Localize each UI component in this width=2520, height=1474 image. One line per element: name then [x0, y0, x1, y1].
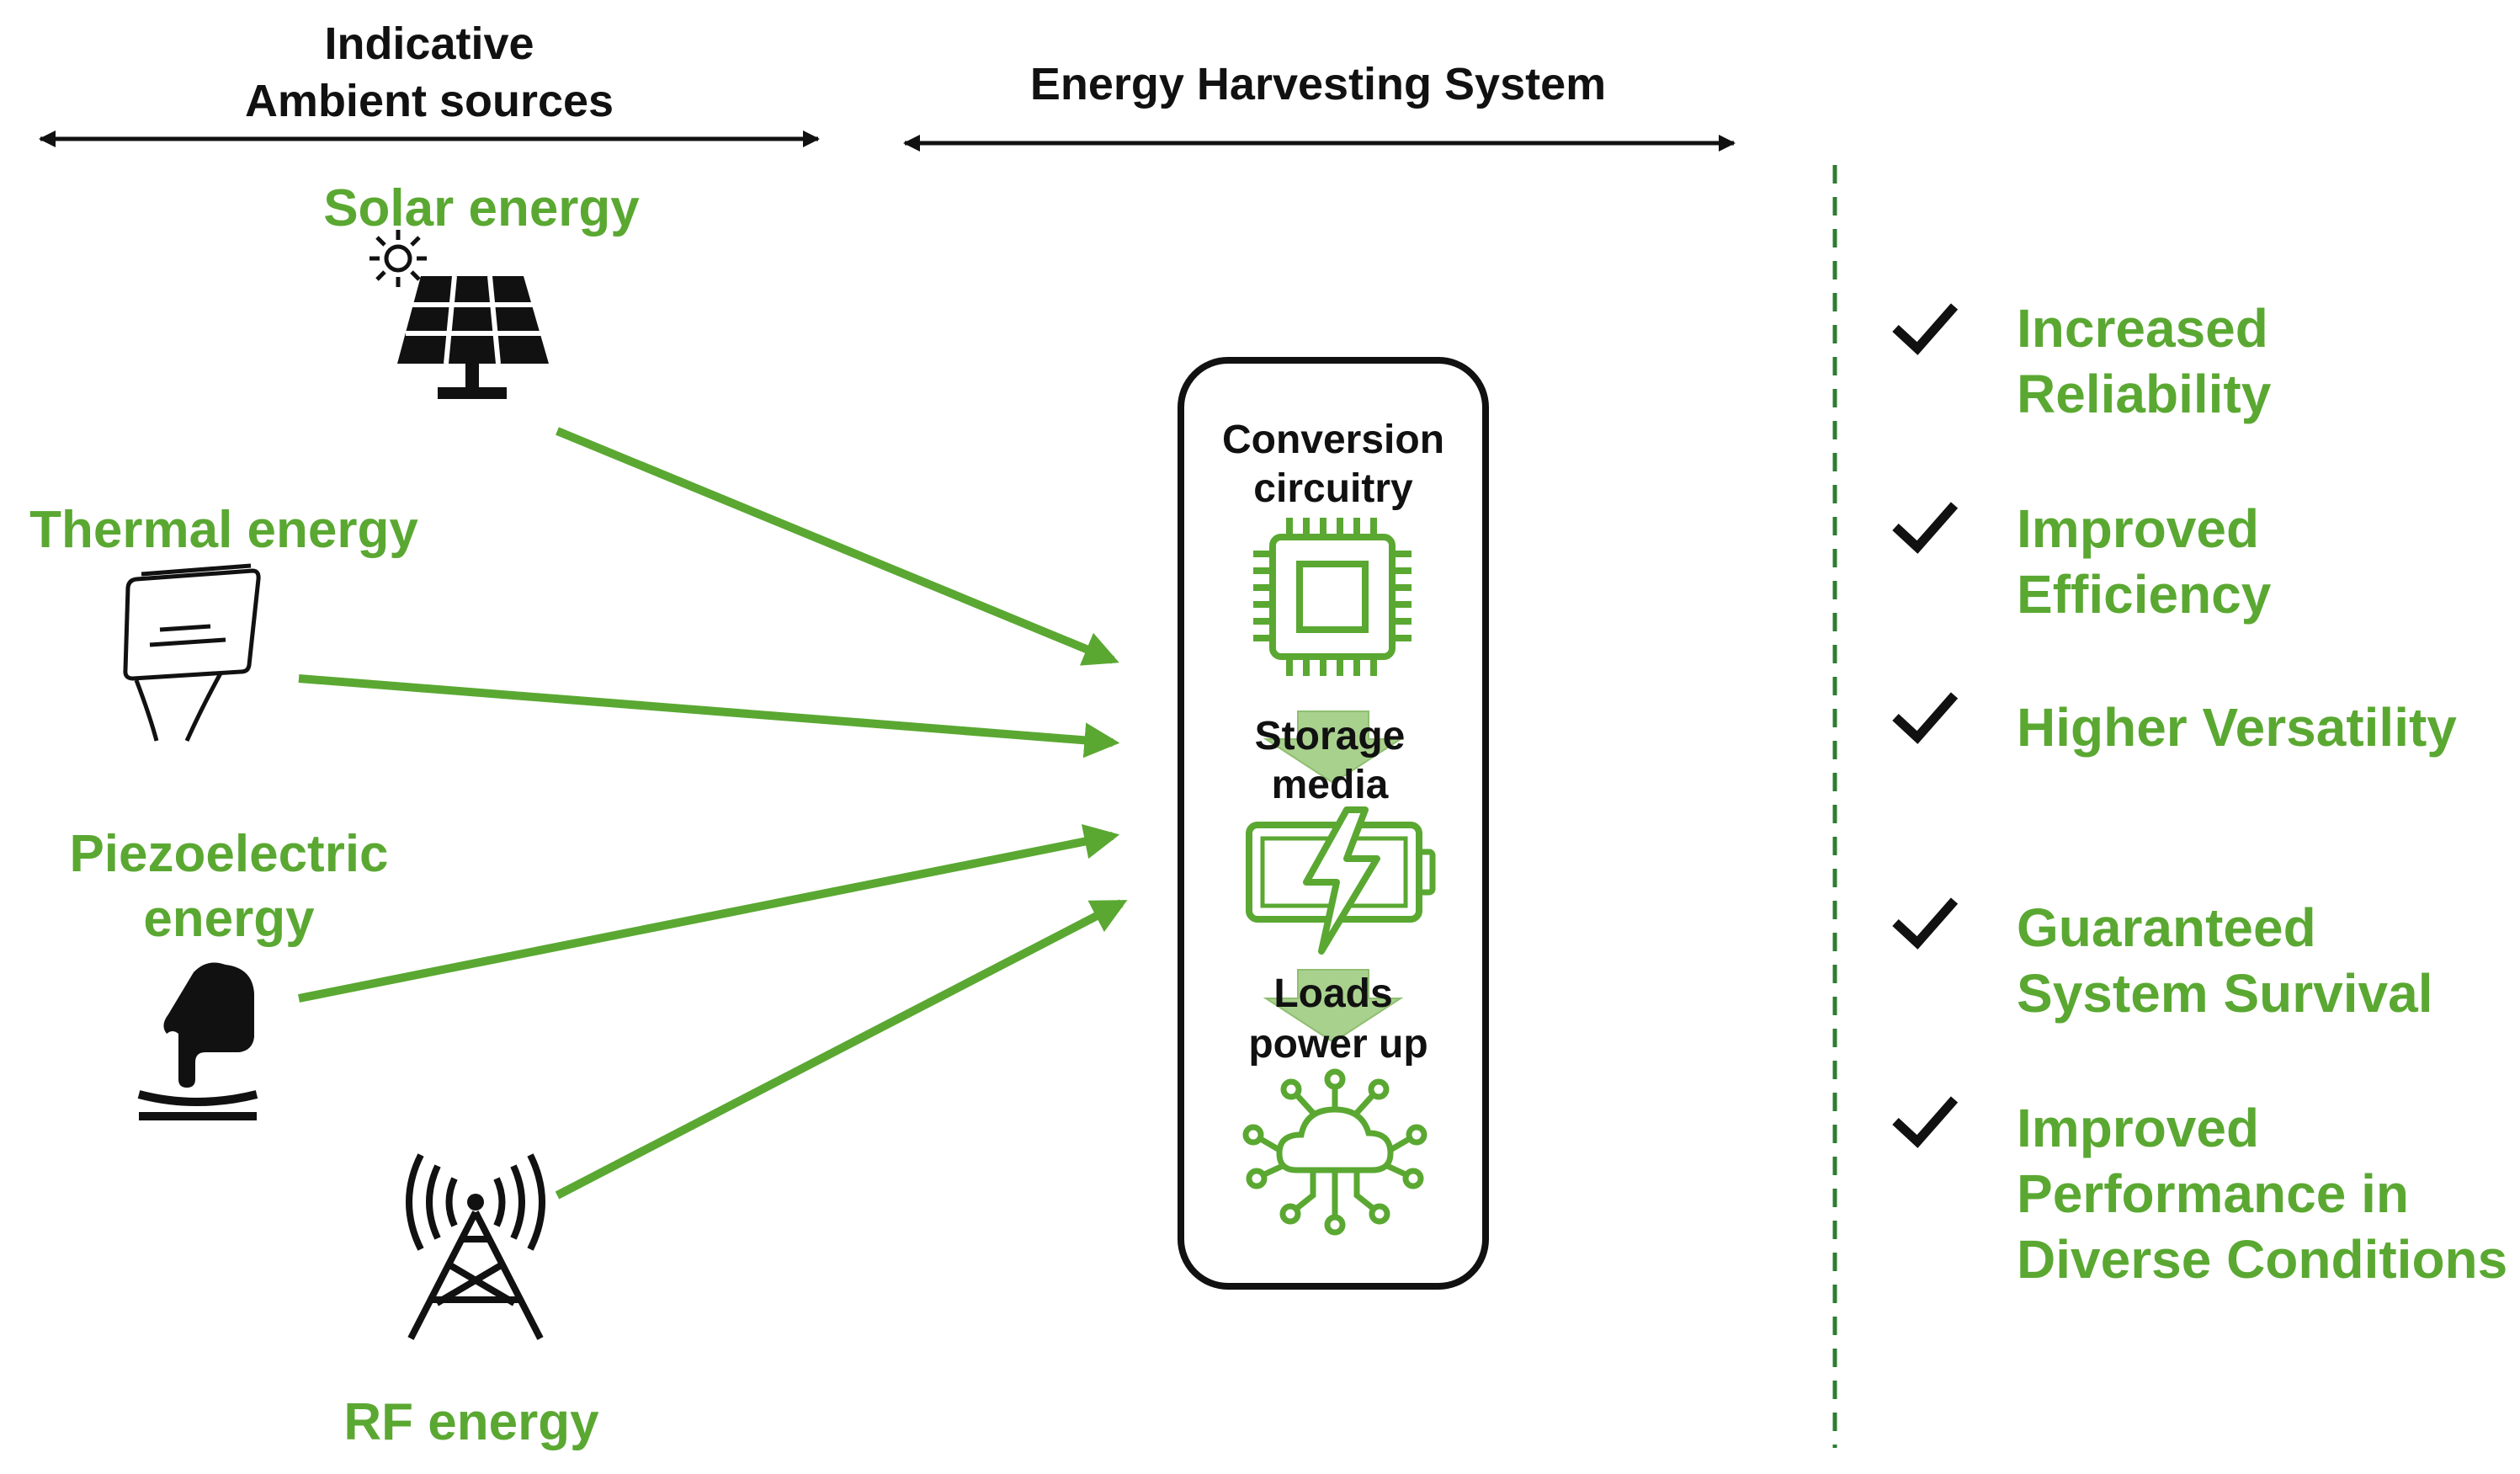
thermal-pad-icon: [123, 563, 261, 742]
checkmark-icon: [1892, 1096, 1959, 1148]
rf-arrow: [555, 899, 1128, 1200]
benefit-line1: Increased: [2017, 298, 2268, 359]
solar-panel-icon: [397, 275, 549, 399]
checkmark-icon: [1892, 303, 1959, 355]
thermal-arrow: [298, 674, 1120, 758]
sun-icon: [369, 230, 427, 287]
benefit-item: Improved Performance in Diverse Conditio…: [1892, 1096, 2507, 1290]
benefit-line2: System Survival: [2017, 963, 2433, 1024]
benefit-line1: Improved: [2017, 1098, 2259, 1158]
rf-source: RF energy: [343, 1153, 599, 1451]
benefit-line2: Performance in: [2017, 1163, 2409, 1224]
conversion-label-line1: Conversion: [1222, 418, 1444, 462]
microchip-icon: [1253, 518, 1412, 676]
benefit-line2: Efficiency: [2017, 564, 2272, 625]
loads-label-line1: Loads: [1273, 971, 1392, 1016]
benefit-item: Improved Efficiency: [1892, 498, 2272, 625]
thermal-source: Thermal energy: [29, 501, 418, 742]
storage-label-line2: media: [1272, 763, 1389, 807]
benefit-item: Increased Reliability: [1892, 298, 2272, 424]
benefit-item: Guaranteed System Survival: [1892, 897, 2433, 1024]
solar-source: Solar energy: [323, 179, 640, 399]
system-header-title: Energy Harvesting System: [1030, 59, 1606, 109]
ambient-header-line1: Indicative: [324, 19, 534, 69]
battery-charging-icon: [1246, 806, 1436, 955]
source-arrows: [298, 427, 1128, 1200]
piezo-arrow: [298, 823, 1120, 1003]
flow-arrow-loads: [1263, 969, 1404, 1044]
piezo-label-line2: energy: [143, 890, 315, 948]
cloud-network-icon: [1242, 1068, 1427, 1236]
benefits-list: Increased Reliability Improved Efficienc…: [1892, 298, 2507, 1290]
ambient-sources-header: Indicative Ambient sources: [39, 19, 820, 147]
ambient-header-line2: Ambient sources: [245, 76, 614, 126]
solar-label: Solar energy: [323, 179, 640, 237]
flow-arrow-storage: [1263, 710, 1404, 785]
conversion-label-line2: circuitry: [1253, 466, 1413, 511]
piezo-label-line1: Piezoelectric: [69, 825, 388, 883]
solar-arrow: [556, 427, 1119, 666]
finger-press-icon: [137, 962, 258, 1120]
benefit-line2: Reliability: [2017, 364, 2272, 424]
benefit-line1: Improved: [2017, 498, 2259, 559]
benefit-line1: Higher Versatility: [2017, 697, 2457, 758]
thermal-label: Thermal energy: [29, 501, 418, 559]
radio-tower-icon: [406, 1153, 545, 1340]
rf-label: RF energy: [343, 1393, 599, 1451]
benefit-item: Higher Versatility: [1892, 692, 2457, 758]
checkmark-icon: [1892, 897, 1959, 950]
benefit-line1: Guaranteed: [2017, 897, 2316, 958]
system-header: Energy Harvesting System: [903, 59, 1736, 152]
piezo-source: Piezoelectric energy: [69, 825, 389, 1120]
benefit-line3: Diverse Conditions: [2017, 1229, 2507, 1290]
loads-label-line2: power up: [1248, 1022, 1427, 1067]
checkmark-icon: [1892, 692, 1959, 744]
harvesting-system-box: Conversion circuitry: [1178, 357, 1489, 1290]
checkmark-icon: [1892, 502, 1959, 554]
storage-label-line1: Storage: [1255, 714, 1406, 758]
